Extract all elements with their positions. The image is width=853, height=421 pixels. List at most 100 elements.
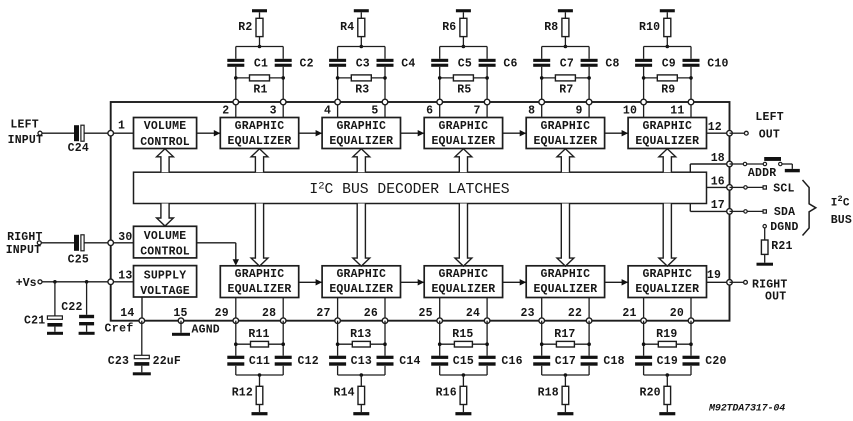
svg-text:C8: C8 xyxy=(605,57,619,70)
svg-text:25: 25 xyxy=(418,307,432,320)
svg-text:GRAPHIC: GRAPHIC xyxy=(642,268,692,281)
svg-text:I2C: I2C xyxy=(831,194,850,210)
svg-text:C9: C9 xyxy=(662,57,676,70)
svg-text:GRAPHIC: GRAPHIC xyxy=(439,268,489,281)
svg-text:R1: R1 xyxy=(253,83,267,96)
svg-text:C14: C14 xyxy=(399,355,420,368)
svg-text:C6: C6 xyxy=(503,57,517,70)
svg-text:GRAPHIC: GRAPHIC xyxy=(235,120,285,133)
svg-text:C18: C18 xyxy=(603,355,624,368)
svg-text:INPUT: INPUT xyxy=(6,244,42,257)
svg-text:C4: C4 xyxy=(401,57,415,70)
svg-text:R9: R9 xyxy=(661,83,675,96)
svg-text:C24: C24 xyxy=(68,142,89,155)
svg-text:R3: R3 xyxy=(355,83,369,96)
svg-text:R14: R14 xyxy=(333,386,354,399)
svg-text:EQUALIZER: EQUALIZER xyxy=(533,283,597,296)
svg-text:GRAPHIC: GRAPHIC xyxy=(235,268,285,281)
svg-text:EQUALIZER: EQUALIZER xyxy=(228,135,292,148)
svg-text:R17: R17 xyxy=(554,328,575,341)
svg-text:CONTROL: CONTROL xyxy=(140,136,190,149)
svg-text:5: 5 xyxy=(371,105,378,118)
svg-text:GRAPHIC: GRAPHIC xyxy=(642,120,692,133)
svg-text:GRAPHIC: GRAPHIC xyxy=(439,120,489,133)
svg-text:VOLTAGE: VOLTAGE xyxy=(140,285,190,298)
svg-text:DGND: DGND xyxy=(770,221,798,234)
svg-text:C23: C23 xyxy=(108,355,129,368)
svg-text:GRAPHIC: GRAPHIC xyxy=(541,120,591,133)
svg-text:EQUALIZER: EQUALIZER xyxy=(228,283,292,296)
svg-text:R8: R8 xyxy=(544,21,558,34)
svg-text:21: 21 xyxy=(622,307,636,320)
svg-text:RIGHT: RIGHT xyxy=(7,231,43,244)
svg-text:EQUALIZER: EQUALIZER xyxy=(635,135,699,148)
svg-text:28: 28 xyxy=(262,307,276,320)
svg-text:3: 3 xyxy=(270,105,277,118)
svg-text:7: 7 xyxy=(473,105,480,118)
svg-text:EQUALIZER: EQUALIZER xyxy=(635,283,699,296)
svg-text:11: 11 xyxy=(670,105,684,118)
svg-text:I2C BUS DECODER LATCHES: I2C BUS DECODER LATCHES xyxy=(309,181,509,199)
svg-text:30: 30 xyxy=(118,231,132,244)
svg-text:R11: R11 xyxy=(248,328,269,341)
svg-text:20: 20 xyxy=(670,307,684,320)
svg-text:OUT: OUT xyxy=(759,129,780,142)
svg-text:C10: C10 xyxy=(707,57,728,70)
svg-text:13: 13 xyxy=(118,269,132,282)
svg-text:R21: R21 xyxy=(771,240,792,253)
svg-text:R7: R7 xyxy=(559,83,573,96)
svg-text:GRAPHIC: GRAPHIC xyxy=(336,268,386,281)
svg-text:C15: C15 xyxy=(453,355,474,368)
svg-text:24: 24 xyxy=(466,307,480,320)
svg-text:BUS: BUS xyxy=(831,214,852,227)
svg-text:EQUALIZER: EQUALIZER xyxy=(431,135,495,148)
svg-text:2: 2 xyxy=(222,105,229,118)
svg-text:R12: R12 xyxy=(232,386,253,399)
svg-text:SCL: SCL xyxy=(773,183,794,196)
svg-text:AGND: AGND xyxy=(192,323,220,336)
svg-text:SDA: SDA xyxy=(774,206,795,219)
svg-text:C22: C22 xyxy=(61,301,82,314)
svg-text:C3: C3 xyxy=(356,57,370,70)
svg-text:R19: R19 xyxy=(656,328,677,341)
svg-text:EQUALIZER: EQUALIZER xyxy=(329,283,393,296)
svg-text:4: 4 xyxy=(324,105,331,118)
svg-text:C13: C13 xyxy=(351,355,372,368)
svg-text:OUT: OUT xyxy=(765,290,786,303)
svg-text:29: 29 xyxy=(215,307,229,320)
svg-text:+Vs: +Vs xyxy=(16,277,37,290)
svg-text:R4: R4 xyxy=(340,21,354,34)
svg-text:GRAPHIC: GRAPHIC xyxy=(336,120,386,133)
svg-text:10: 10 xyxy=(623,105,637,118)
svg-text:27: 27 xyxy=(316,307,330,320)
svg-text:C16: C16 xyxy=(501,355,522,368)
svg-text:22uF: 22uF xyxy=(153,355,181,368)
svg-text:C2: C2 xyxy=(300,57,314,70)
svg-text:12: 12 xyxy=(708,121,722,134)
svg-text:23: 23 xyxy=(520,307,534,320)
svg-text:16: 16 xyxy=(711,175,725,188)
svg-text:R15: R15 xyxy=(452,328,473,341)
svg-text:SUPPLY: SUPPLY xyxy=(144,269,187,282)
svg-text:C20: C20 xyxy=(705,355,726,368)
svg-text:Cref: Cref xyxy=(105,323,134,336)
svg-text:C7: C7 xyxy=(560,57,574,70)
svg-text:R18: R18 xyxy=(538,386,559,399)
svg-text:RIGHT: RIGHT xyxy=(752,278,788,291)
svg-text:14: 14 xyxy=(120,307,134,320)
svg-text:EQUALIZER: EQUALIZER xyxy=(329,135,393,148)
svg-text:17: 17 xyxy=(711,199,725,212)
svg-text:VOLUME: VOLUME xyxy=(144,120,187,133)
svg-text:R20: R20 xyxy=(639,386,660,399)
svg-text:VOLUME: VOLUME xyxy=(144,230,187,243)
svg-text:C21: C21 xyxy=(24,314,45,327)
svg-text:R10: R10 xyxy=(639,21,660,34)
svg-text:1: 1 xyxy=(118,120,125,133)
svg-text:8: 8 xyxy=(528,105,535,118)
svg-text:22: 22 xyxy=(568,307,582,320)
svg-text:15: 15 xyxy=(173,307,187,320)
svg-text:EQUALIZER: EQUALIZER xyxy=(533,135,597,148)
svg-text:INPUT: INPUT xyxy=(8,134,44,147)
svg-text:LEFT: LEFT xyxy=(755,111,783,124)
svg-text:19: 19 xyxy=(707,269,721,282)
